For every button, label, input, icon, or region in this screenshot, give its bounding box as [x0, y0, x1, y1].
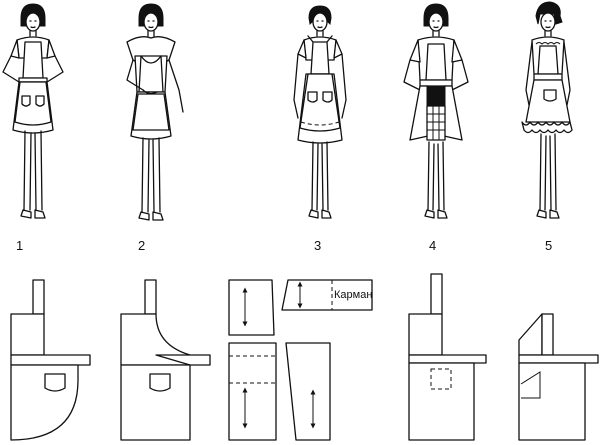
- pocket-label: Карман: [334, 289, 372, 301]
- figure-4-woman-apron: [403, 3, 469, 219]
- figure-3-woman-apron: [293, 5, 347, 219]
- figure-number-3: 3: [314, 238, 321, 253]
- pattern-1-apron: [10, 279, 91, 441]
- pattern-5-apron: [518, 313, 599, 441]
- figure-number-2: 2: [138, 238, 145, 253]
- figure-number-1: 1: [16, 238, 23, 253]
- pattern-2-apron: [120, 279, 211, 441]
- figure-number-5: 5: [545, 238, 552, 253]
- figure-2-woman-apron: [126, 3, 184, 221]
- figure-1-woman-apron: [2, 3, 64, 219]
- figure-number-4: 4: [429, 238, 436, 253]
- figure-5-woman-apron: [521, 1, 573, 219]
- pattern-3-pieces: Карман: [228, 279, 373, 441]
- pattern-4-apron: [408, 273, 487, 441]
